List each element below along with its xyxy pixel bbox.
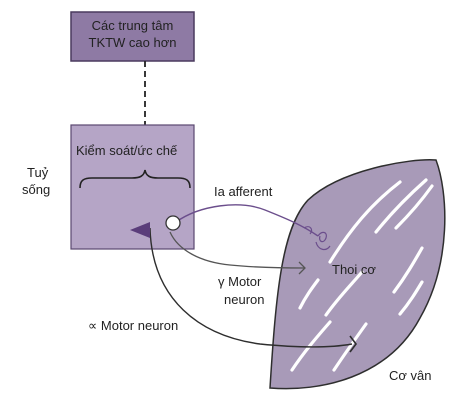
- ia-afferent-label: Ia afferent: [214, 184, 273, 199]
- ia-afferent-fiber: [175, 204, 319, 237]
- striated-muscle-label: Cơ vân: [389, 368, 432, 383]
- spinal-cord-label-line1: Tuỷ: [27, 165, 49, 180]
- afferent-ending: [303, 226, 331, 251]
- muscle-fibers: [290, 178, 434, 372]
- alpha-motor-label: ∝ Motor neuron: [88, 318, 179, 333]
- alpha-motor-endplate: [349, 335, 357, 353]
- gamma-motor-ending: [298, 261, 306, 275]
- higher-centers-box: [70, 11, 195, 62]
- spinal-cord-label-line2: sống: [22, 182, 51, 197]
- higher-centers-line1: Các trung tâm: [91, 18, 174, 33]
- alpha-motor-fiber: [149, 227, 353, 348]
- control-inhibition-label: Kiểm soát/ức chế: [76, 143, 178, 158]
- control-brace: [79, 169, 191, 189]
- gamma-motor-label-line2: neuron: [224, 292, 265, 307]
- higher-centers-label: Các trung tâm TKTW cao hơn: [71, 17, 194, 51]
- gamma-motor-fiber: [169, 231, 306, 269]
- gamma-motor-label-line1: γ Motor: [218, 274, 262, 289]
- afferent-cell-body: [165, 215, 181, 231]
- striated-muscle-shape: [269, 159, 446, 390]
- spindle-label: Thoi cơ: [332, 262, 376, 277]
- higher-centers-line2: TKTW cao hơn: [88, 35, 177, 50]
- motor-neuron-triangle: [130, 222, 150, 238]
